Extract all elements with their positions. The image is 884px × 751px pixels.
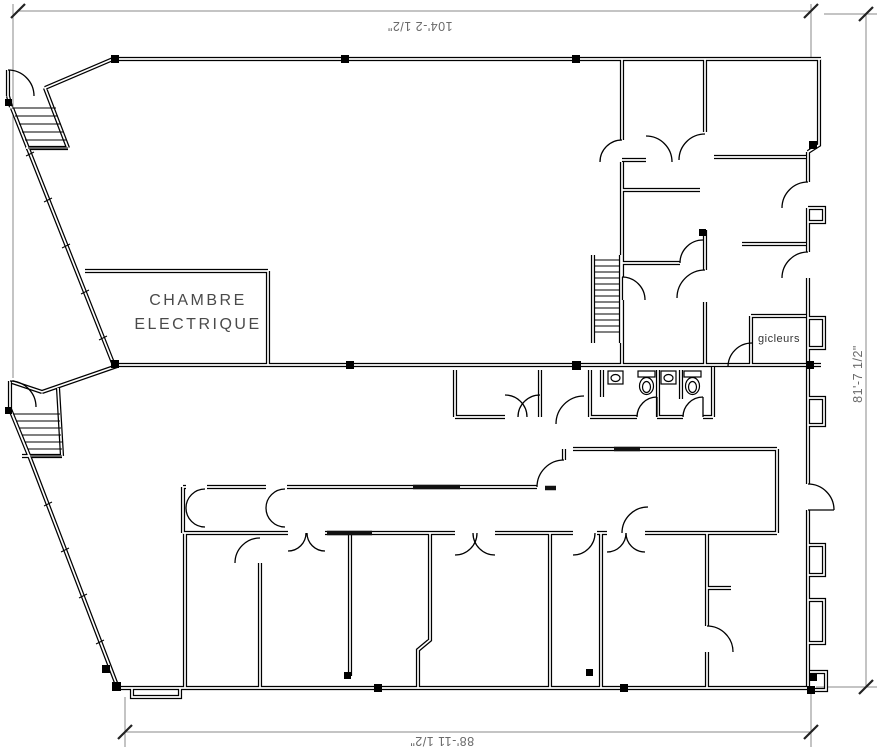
door-arc xyxy=(679,239,704,264)
door-arc xyxy=(645,135,673,163)
washroom-fixtures xyxy=(607,370,702,396)
column-marker xyxy=(111,360,119,368)
column-marker xyxy=(341,55,349,63)
door-arc xyxy=(454,532,478,556)
electrical-room-label-line2: ELECTRIQUE xyxy=(134,316,261,333)
column-marker xyxy=(572,55,580,63)
column-marker xyxy=(112,682,121,691)
door-arc xyxy=(306,532,326,552)
staircase-mid-left-icon xyxy=(14,413,62,457)
wall-headers xyxy=(327,446,640,536)
staircase-center-icon xyxy=(594,259,620,333)
door-arc xyxy=(727,342,753,368)
column-marker xyxy=(346,361,354,369)
column-marker xyxy=(620,684,628,692)
double-door-arc xyxy=(185,488,206,509)
column-marker xyxy=(699,229,706,236)
column-marker xyxy=(5,99,12,106)
door-arc xyxy=(572,532,596,556)
tick-mark xyxy=(803,724,819,740)
door-arc xyxy=(676,269,706,299)
door-arc xyxy=(606,532,627,553)
column-markers xyxy=(5,55,817,694)
double-door-arc xyxy=(185,507,206,528)
column-marker xyxy=(111,55,119,63)
door-arc xyxy=(781,251,809,279)
double-door-arc xyxy=(265,507,286,528)
door-arc xyxy=(706,625,734,653)
column-marker xyxy=(809,141,817,149)
door-arc xyxy=(234,537,261,564)
door-arc xyxy=(625,532,646,553)
double-door-arc xyxy=(265,488,286,509)
door-arc xyxy=(7,69,35,97)
tick-mark xyxy=(858,6,874,22)
door-arc xyxy=(682,396,704,418)
door-arc xyxy=(472,532,496,556)
door-arc xyxy=(536,459,565,488)
door-arc xyxy=(781,181,809,209)
column-marker xyxy=(102,665,110,673)
right-dimension-label: 81'-7 1/2" xyxy=(851,345,865,403)
column-marker xyxy=(572,361,581,370)
tick-mark xyxy=(10,3,26,19)
sink-icon xyxy=(660,370,677,385)
door-arc xyxy=(287,532,307,552)
window-ticks xyxy=(25,151,108,645)
door-arc xyxy=(621,506,649,534)
electrical-room-label-line1: CHAMBRE xyxy=(149,292,247,309)
door-arc xyxy=(9,380,37,408)
column-marker xyxy=(344,672,351,679)
walls-outline xyxy=(8,59,826,697)
column-marker xyxy=(374,684,382,692)
tick-mark xyxy=(803,3,819,19)
tick-mark xyxy=(117,724,133,740)
sprinkler-room-label: gicleurs xyxy=(758,333,800,345)
door-arc xyxy=(636,396,658,418)
column-marker xyxy=(586,669,593,676)
column-marker xyxy=(806,361,814,369)
toilet-icon xyxy=(683,370,702,396)
door-arc xyxy=(599,139,623,163)
door-arc xyxy=(621,276,646,301)
bottom-dimension xyxy=(117,692,819,747)
door-arc xyxy=(678,133,706,161)
door-swings xyxy=(7,69,835,653)
column-marker xyxy=(810,674,817,681)
door-arc xyxy=(504,394,528,418)
column-marker xyxy=(807,686,815,694)
top-dimension xyxy=(10,3,819,378)
right-dimension xyxy=(816,6,877,695)
door-arc xyxy=(555,395,585,425)
tick-mark xyxy=(858,679,874,695)
toilet-icon xyxy=(637,370,656,396)
door-arc xyxy=(517,394,541,418)
staircase-top-left-icon xyxy=(12,107,68,149)
sink-icon xyxy=(607,370,624,385)
door-arc xyxy=(807,483,835,511)
bottom-dimension-label: 88'-11 1/2" xyxy=(410,734,474,748)
column-marker xyxy=(5,407,12,414)
top-dimension-label: 104'-2 1/2" xyxy=(387,19,452,33)
